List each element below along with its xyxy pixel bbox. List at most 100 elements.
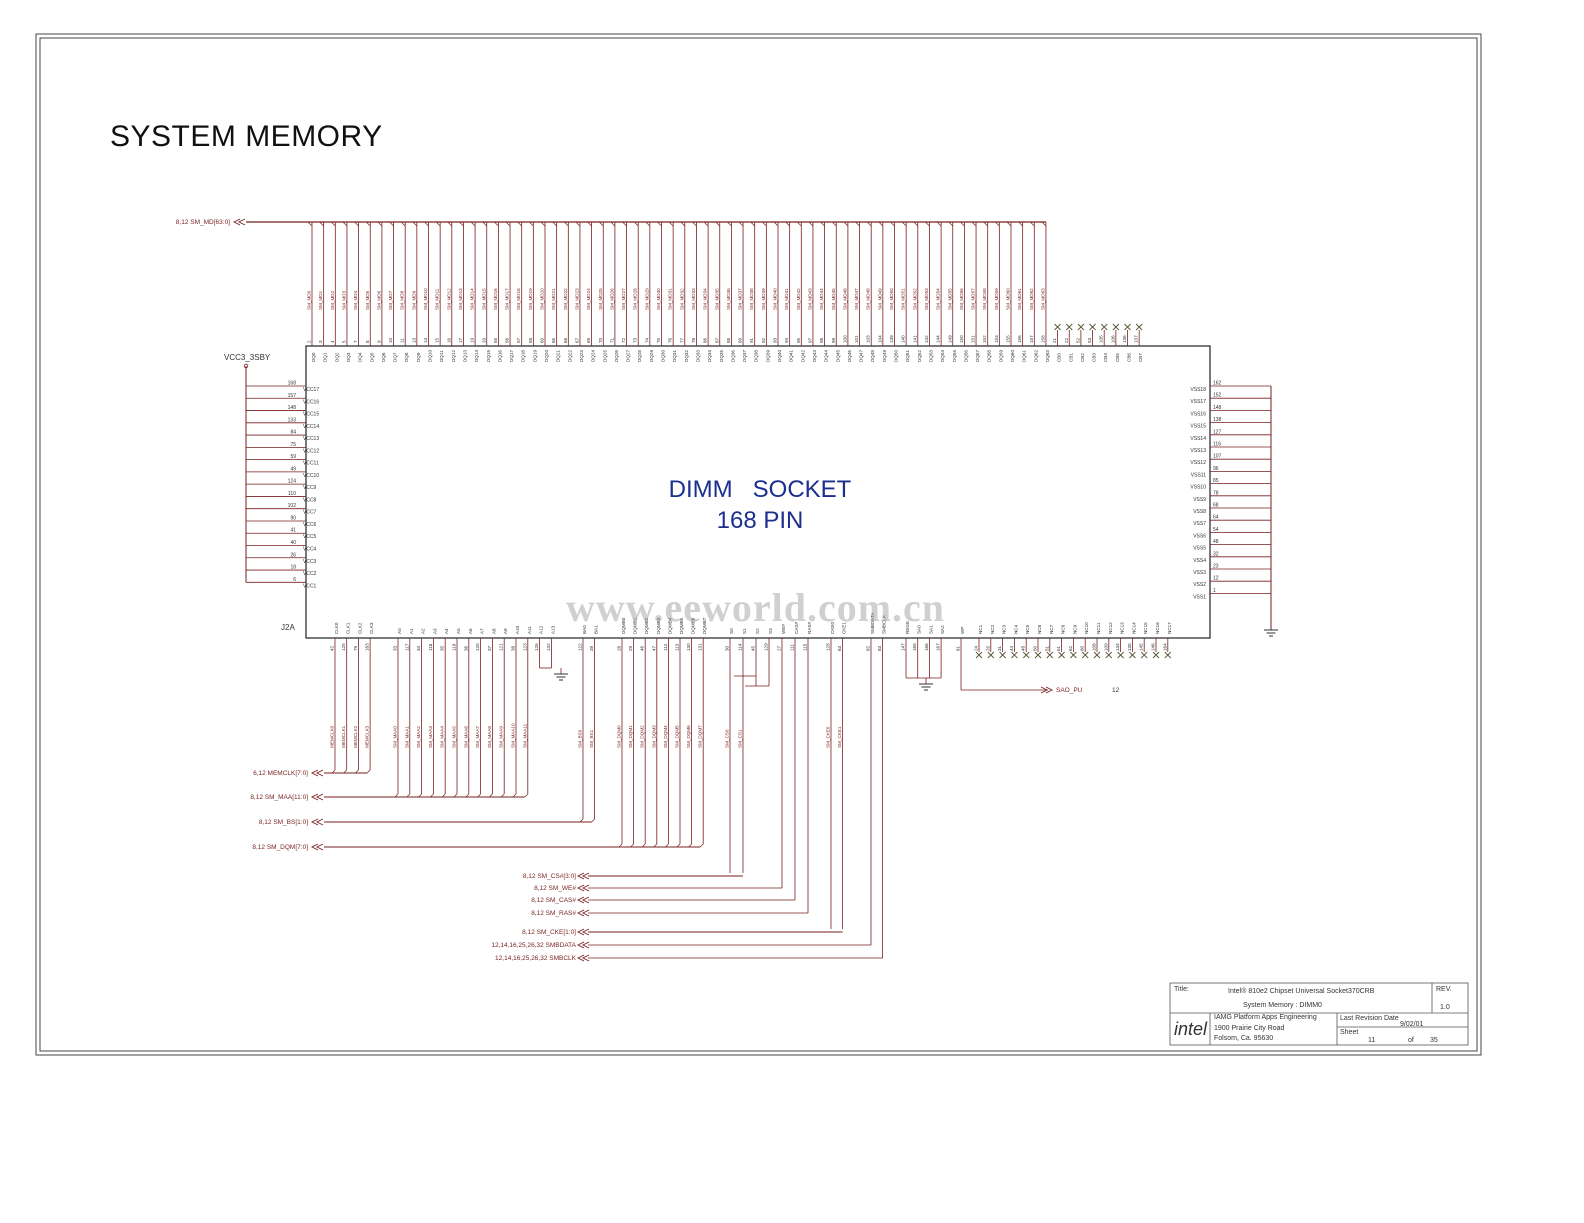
bottom-pin-number: 112 <box>663 643 668 651</box>
vcc-pin-number: 41 <box>290 528 296 534</box>
bottom-pin-name: SA2 <box>940 625 945 634</box>
dq-pin-number: 152 <box>982 335 987 343</box>
bottom-pin-name: CKE1 <box>842 622 847 634</box>
dq-net-label: SM_MD59 <box>994 288 999 310</box>
bus-entry <box>524 793 529 798</box>
dq-pin-number: 150 <box>959 335 964 343</box>
dq-pin-number: 78 <box>691 337 696 343</box>
we-label: 8,12 SM_WE# <box>534 885 576 892</box>
dq-pin-number: 16 <box>446 337 451 343</box>
bottom-net-label: SM_MAA6 <box>463 726 468 748</box>
vcc-pin-name: VCC2 <box>303 571 317 577</box>
bottom-net-label: SM_DQM1 <box>628 725 633 748</box>
vcc-pin-name: VCC12 <box>303 448 319 454</box>
dq-pin-name: DQ45 <box>835 350 840 362</box>
cb-pin-number: 105 <box>1099 335 1104 343</box>
vcc-pin-name: VCC11 <box>303 461 319 467</box>
dq-pin-number: 87 <box>714 337 719 343</box>
no-connect-mark <box>1135 323 1143 331</box>
bus-entry <box>342 221 348 227</box>
dq-pin-number: 58 <box>528 337 533 343</box>
bottom-pin-name: NC5 <box>1025 624 1030 634</box>
bottom-net-label: SM_MAA9 <box>499 726 504 748</box>
bottom-pin-name: RAS# <box>807 622 812 634</box>
no-connect-mark <box>1164 651 1172 659</box>
bottom-net-label: MEMCLK1 <box>341 725 346 748</box>
bottom-pin-number: 46 <box>640 645 645 651</box>
tb-sheet-total: 35 <box>1430 1037 1438 1044</box>
bus-entry <box>878 221 884 227</box>
cas-label: 8,12 SM_CAS# <box>531 897 576 904</box>
cb-pin-name: CB1 <box>1068 353 1073 362</box>
bus-entry <box>808 221 814 227</box>
bus-entry <box>692 221 697 227</box>
dq-pin-name: DQ46 <box>847 350 852 362</box>
bus-entry <box>773 221 779 227</box>
bottom-net-label: SM_MAA4 <box>440 726 445 748</box>
bottom-pin-number: 164 <box>1162 643 1167 651</box>
vss-pin-number: 54 <box>1213 527 1219 533</box>
bottom-pin-number: 167 <box>936 643 941 651</box>
bus-entry <box>855 221 860 227</box>
we-arrow <box>576 884 590 892</box>
dq-pin-name: DQ52 <box>917 350 922 362</box>
vcc-pin-number: 26 <box>290 552 296 558</box>
vcc-pin-number: 6 <box>293 577 296 583</box>
bottom-pin-number: 83 <box>877 645 882 651</box>
vcc-pin-number: 18 <box>290 565 296 571</box>
dq-pin-name: DQ23 <box>579 350 584 362</box>
dq-pin-name: DQ4 <box>358 352 363 362</box>
dq-net-label: SM_MD60 <box>1006 288 1011 310</box>
no-connect-mark <box>1117 651 1124 659</box>
gnd-symbol <box>554 673 568 681</box>
no-connect-mark <box>1011 651 1018 659</box>
dq-net-label: SM_MD15 <box>481 288 486 310</box>
bottom-pin-number: 147 <box>901 643 906 651</box>
dq-net-label: SM_MD7 <box>388 290 393 310</box>
dq-pin-number: 139 <box>889 335 894 343</box>
dq-pin-name: DQ19 <box>532 350 537 362</box>
bottom-pin-number: 82 <box>866 645 871 651</box>
vss-pin-number: 78 <box>1213 490 1219 496</box>
dq-net-label: SM_MD4 <box>353 290 358 310</box>
bus-entry <box>366 221 371 227</box>
vcc-pin-name: VCC5 <box>303 534 317 540</box>
no-connect-mark <box>987 651 995 659</box>
bottom-pin-name: A8 <box>491 628 496 634</box>
vss-pin-name: VSS17 <box>1190 399 1206 405</box>
vss-pin-name: VSS3 <box>1193 570 1206 576</box>
bottom-pin-number: 122 <box>578 643 583 651</box>
dq-net-label: SM_MD35 <box>714 288 719 310</box>
dq-net-label: SM_MD47 <box>854 288 859 310</box>
dq-pin-name: DQ55 <box>952 350 957 362</box>
dq-net-label: SM_MD10 <box>423 288 428 310</box>
tb-sheet-label: Sheet <box>1340 1029 1359 1036</box>
smbclk-label: 12,14,16,25,26,32 SMBCLK <box>495 955 577 962</box>
bottom-pin-name: NC15 <box>1143 622 1148 634</box>
bottom-pin-name: NC3 <box>1002 624 1007 634</box>
dq-pin-name: DQ15 <box>486 350 491 362</box>
vcc-pin-name: VCC15 <box>303 412 319 418</box>
dq-pin-number: 20 <box>481 337 486 343</box>
component-ref: J2A <box>281 623 295 632</box>
bs-connector: 8,12 SM_BS[1:0] <box>259 819 308 826</box>
bus-entry <box>948 221 953 227</box>
outer-border <box>35 33 1482 1056</box>
bottom-pin-number: 121 <box>499 643 504 651</box>
bottom-pin-number: 51 <box>1044 645 1049 651</box>
vcc-pin-number: 49 <box>290 466 296 472</box>
bottom-net-label: SM_MAA8 <box>487 726 492 748</box>
bus-entry <box>633 221 639 227</box>
vss-pin-name: VSS11 <box>1191 472 1206 478</box>
bottom-pin-name: DQMB6 <box>691 617 696 634</box>
dq-pin-number: 77 <box>679 337 684 343</box>
bottom-pin-number: 30 <box>725 645 730 651</box>
vcc-pin-name: VCC9 <box>303 485 317 491</box>
dq-pin-number: 67 <box>574 337 579 343</box>
bottom-pin-name: A2 <box>421 628 426 634</box>
bottom-pin-name: A11 <box>527 626 532 634</box>
dq-net-label: SM_MD44 <box>819 288 824 310</box>
vss-pin-name: VSS18 <box>1190 387 1206 393</box>
no-connect-mark <box>1046 651 1054 659</box>
dq-net-label: SM_MD46 <box>842 288 847 310</box>
